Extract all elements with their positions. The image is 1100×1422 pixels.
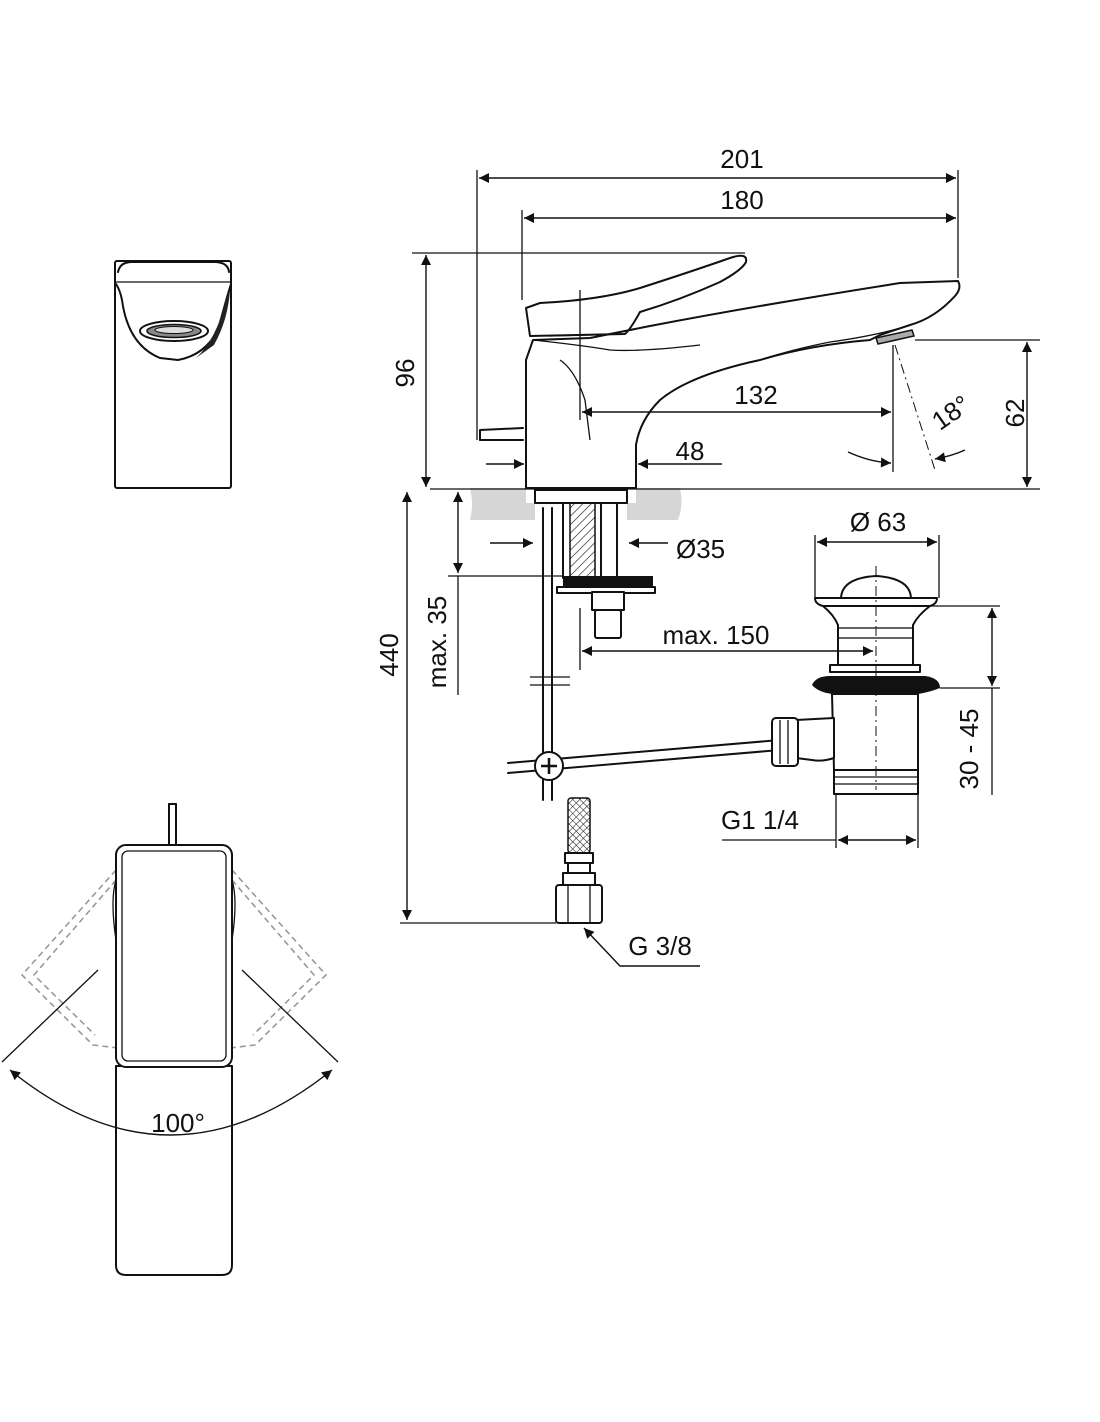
label-waste-diameter: Ø 63	[850, 507, 906, 537]
label-spout-length: 180	[720, 185, 763, 215]
label-spout-angle: 18°	[926, 389, 975, 436]
label-body-height: 96	[390, 359, 420, 388]
waste-assembly	[771, 566, 940, 795]
label-waste-height: 30 - 45	[954, 709, 984, 790]
dimension-labels: 201 180 96 62 132 18° 48 Ø35 max. 35 440…	[151, 144, 1030, 1138]
label-waste-thread: G1 1/4	[721, 805, 799, 835]
label-max-drain-distance: max. 150	[663, 620, 770, 650]
dimension-lines	[400, 170, 1040, 967]
label-overall-length: 201	[720, 144, 763, 174]
label-total-height: 440	[374, 633, 404, 676]
label-hole-diameter: Ø35	[676, 534, 725, 564]
label-body-offset: 48	[676, 436, 705, 466]
label-spout-height: 62	[1000, 399, 1030, 428]
top-view	[1, 803, 339, 1276]
label-handle-rotation: 100°	[151, 1108, 205, 1138]
label-spout-reach: 132	[734, 380, 777, 410]
side-view	[430, 254, 1040, 924]
label-supply-thread: G 3/8	[628, 931, 692, 961]
front-view	[114, 260, 232, 489]
label-max-deck-thickness: max. 35	[422, 596, 452, 689]
